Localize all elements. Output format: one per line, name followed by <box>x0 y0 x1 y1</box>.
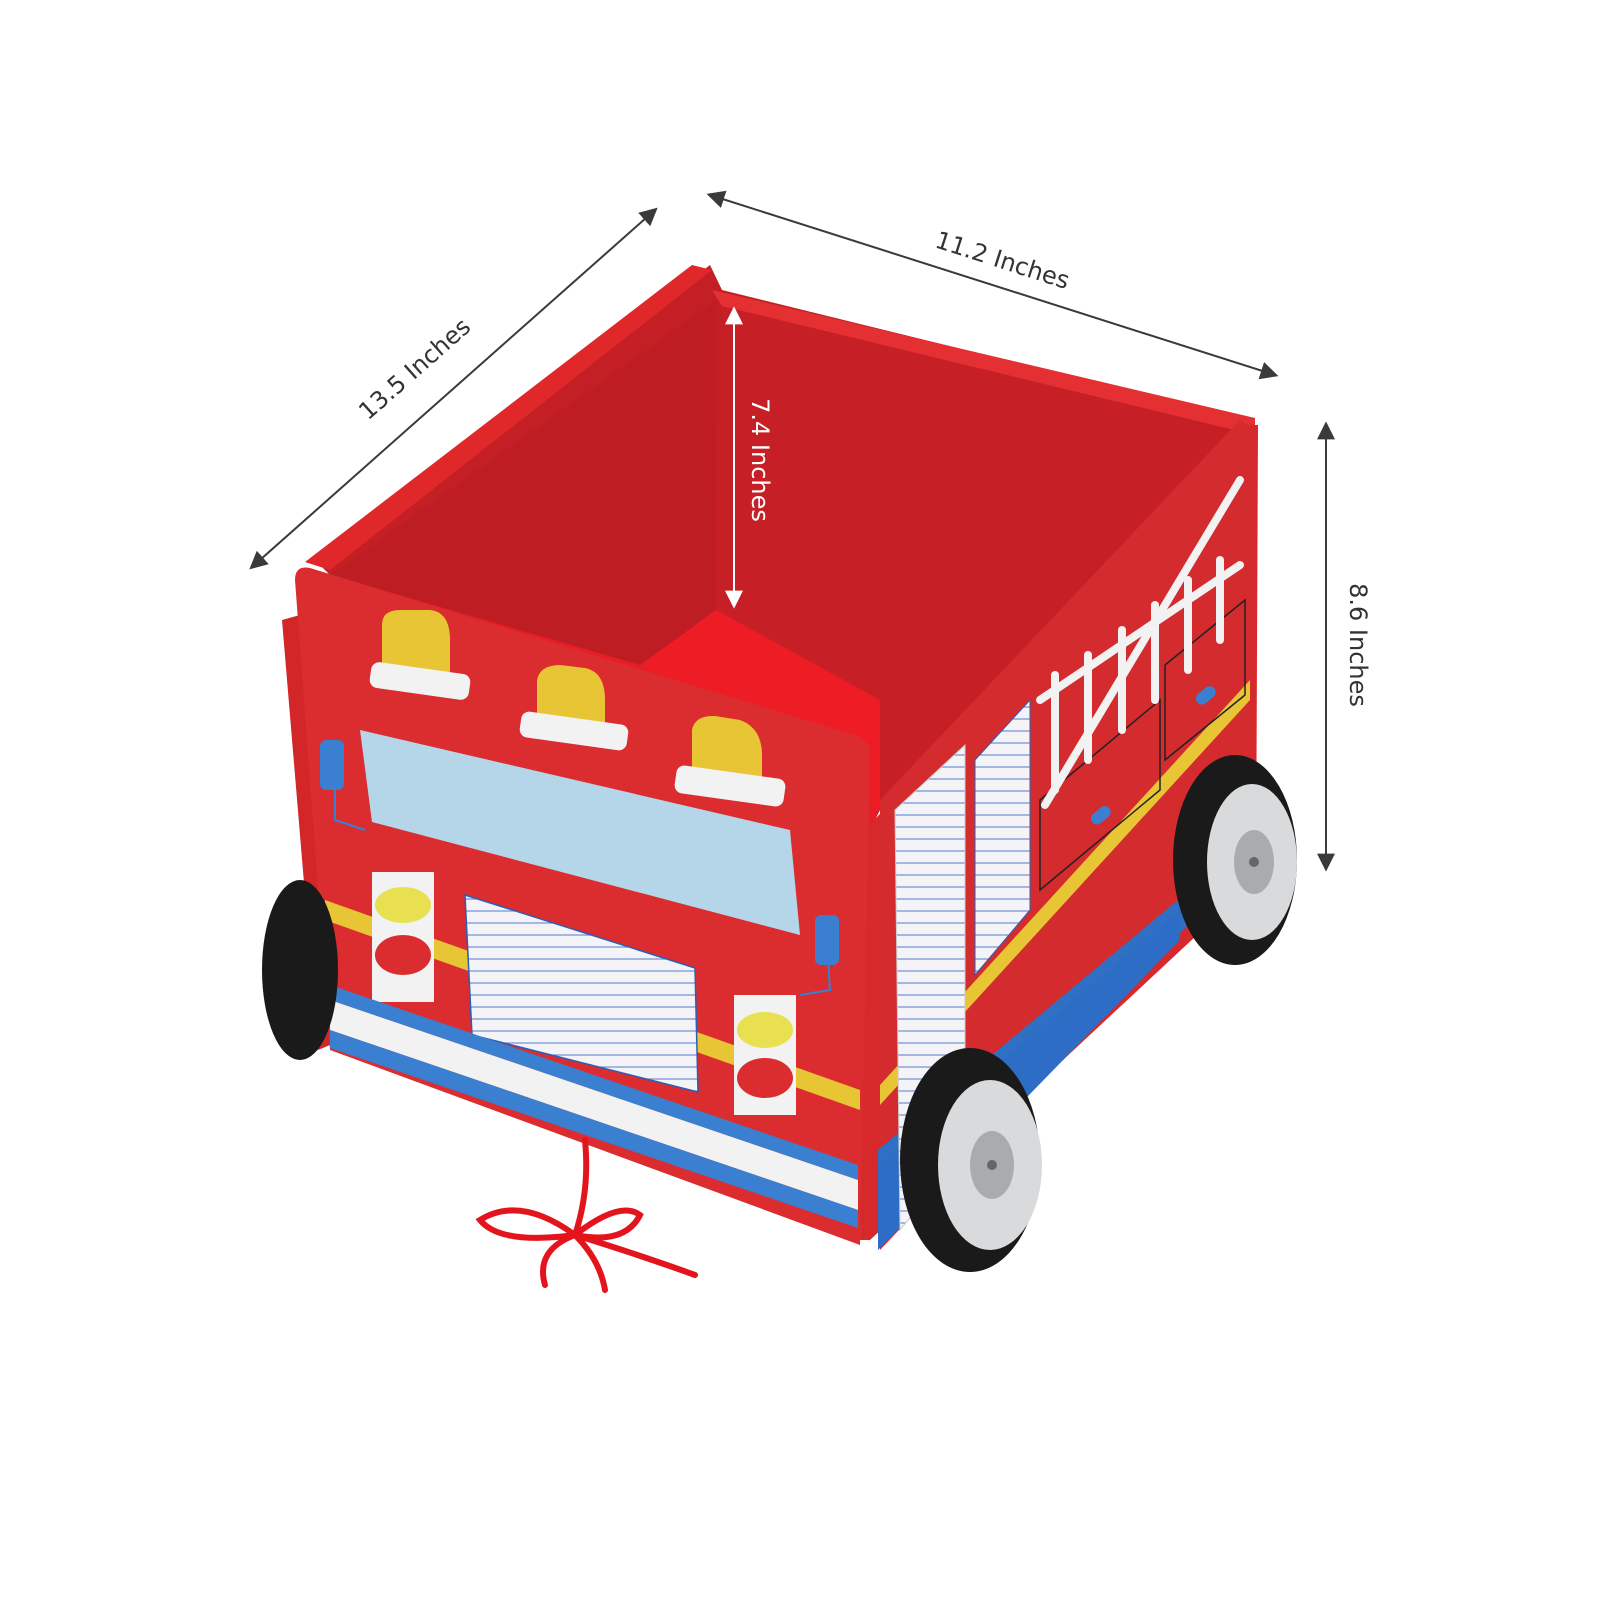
height-inner-label: 7.4 Inches <box>746 398 774 522</box>
dimension-height-total: 8.6 Inches <box>1317 421 1372 872</box>
height-total-label: 8.6 Inches <box>1344 583 1372 707</box>
front-panel <box>282 567 870 1245</box>
wheel-rear-right <box>1173 755 1297 965</box>
pull-rope <box>475 1137 698 1293</box>
width-label: 11.2 Inches <box>932 226 1073 295</box>
width-arrow <box>706 190 1279 380</box>
ladder-graphic <box>1036 476 1244 809</box>
depth-arrow <box>249 207 658 570</box>
wheel-front-right <box>900 1048 1042 1272</box>
dimension-height-inner: 7.4 Inches <box>725 306 774 609</box>
wheel-front-left <box>262 880 338 1060</box>
depth-label: 13.5 Inches <box>353 312 476 425</box>
